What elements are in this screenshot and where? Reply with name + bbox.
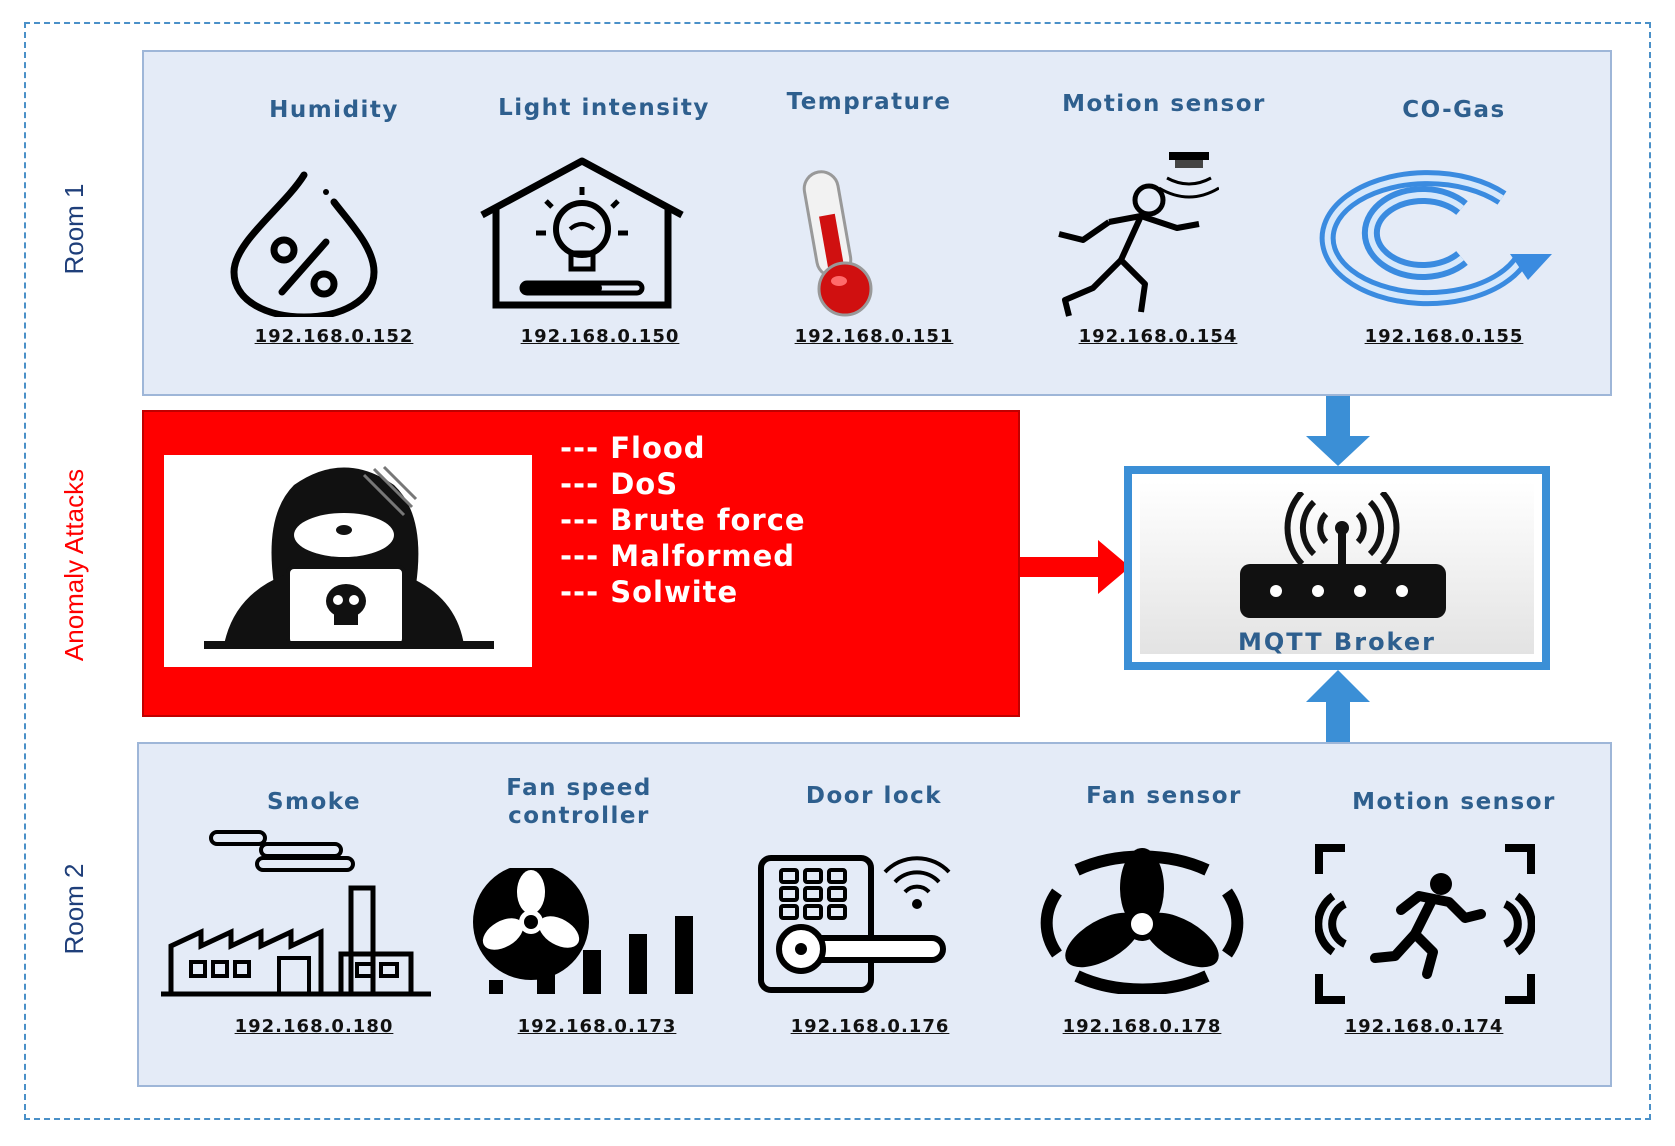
system-boundary xyxy=(24,22,1651,1120)
motion-frame-icon xyxy=(1315,844,1535,1004)
broker-label: MQTT Broker xyxy=(1238,628,1436,656)
broker-inner: MQTT Broker xyxy=(1140,482,1534,656)
door-lock-icon xyxy=(758,855,951,993)
thermometer-icon xyxy=(802,170,873,317)
device-motion-sensor-1: Motion sensor xyxy=(1024,90,1304,118)
hacker-frame xyxy=(164,455,532,667)
device-ip: 192.168.0.176 xyxy=(790,1016,950,1037)
attack-list: --- Flood --- DoS --- Brute force --- Ma… xyxy=(560,430,806,610)
attack-item: --- Flood xyxy=(560,431,706,465)
humidity-drop-icon xyxy=(230,171,378,317)
room1-label: Room 1 xyxy=(59,183,89,275)
device-title: Temprature xyxy=(786,89,952,115)
light-house-icon xyxy=(480,157,684,309)
hacker-icon xyxy=(204,465,494,649)
device-ip: 192.168.0.152 xyxy=(254,326,414,347)
device-door-lock: Door lock xyxy=(739,782,1009,810)
attack-item: --- Solwite xyxy=(560,575,739,609)
device-title-line1: Fan speed xyxy=(506,775,652,801)
device-title-line2: controller xyxy=(508,803,650,829)
device-ip: 192.168.0.151 xyxy=(794,326,954,347)
router-wifi-icon xyxy=(1240,492,1446,618)
device-title: Motion sensor xyxy=(1352,789,1556,815)
attacks-label: Anomaly Attacks xyxy=(59,468,89,662)
device-fan-sensor: Fan sensor xyxy=(1029,782,1299,810)
device-title: Light intensity xyxy=(498,95,710,121)
room2-label: Room 2 xyxy=(59,863,89,955)
device-light-intensity: Light intensity xyxy=(454,94,754,122)
device-co-gas: CO-Gas xyxy=(1324,96,1584,124)
device-title: CO-Gas xyxy=(1402,97,1506,123)
device-ip: 192.168.0.154 xyxy=(1078,326,1238,347)
device-ip: 192.168.0.174 xyxy=(1344,1016,1504,1037)
device-ip: 192.168.0.178 xyxy=(1062,1016,1222,1037)
room1-panel: Humidity 192.168.0.152 Light intensity 1… xyxy=(142,50,1612,396)
device-humidity: Humidity xyxy=(204,96,464,124)
attack-item: --- DoS xyxy=(560,467,679,501)
device-motion-sensor-2: Motion sensor xyxy=(1319,788,1589,816)
room1-to-broker-arrow xyxy=(1306,396,1370,466)
device-ip: 192.168.0.150 xyxy=(520,326,680,347)
attack-to-broker-arrow xyxy=(1020,540,1130,594)
device-title: Motion sensor xyxy=(1062,91,1266,117)
device-ip: 192.168.0.155 xyxy=(1364,326,1524,347)
factory-smoke-icon xyxy=(161,830,431,997)
device-temperature: Temprature xyxy=(744,88,994,116)
device-title: Smoke xyxy=(266,789,362,815)
room2-panel: Smoke 192.168.0.180 Fan speed controller… xyxy=(137,742,1612,1087)
motion-person-icon xyxy=(1058,152,1219,317)
device-title: Door lock xyxy=(805,783,943,809)
co-gas-icon xyxy=(1319,170,1552,307)
fan-icon xyxy=(1040,848,1244,994)
device-fan-speed-controller: Fan speed controller xyxy=(439,774,719,830)
attack-item: --- Brute force xyxy=(560,503,806,537)
mqtt-broker: MQTT Broker xyxy=(1124,466,1550,670)
device-ip: 192.168.0.173 xyxy=(517,1016,677,1037)
attack-item: --- Malformed xyxy=(560,539,796,573)
room2-to-broker-arrow xyxy=(1306,670,1370,742)
device-smoke: Smoke xyxy=(169,788,459,816)
device-ip: 192.168.0.180 xyxy=(234,1016,394,1037)
attack-panel: --- Flood --- DoS --- Brute force --- Ma… xyxy=(142,410,1020,717)
device-title: Fan sensor xyxy=(1086,783,1242,809)
device-title: Humidity xyxy=(269,97,399,123)
fan-speed-icon xyxy=(473,868,693,994)
